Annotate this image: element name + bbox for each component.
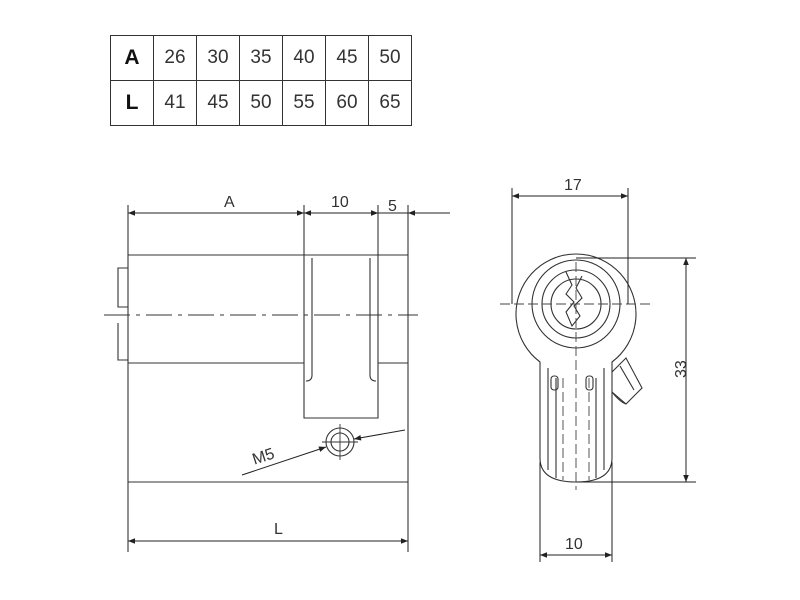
pin-hole <box>550 375 559 391</box>
row-header: A <box>110 35 154 81</box>
table-cell: 35 <box>239 35 283 81</box>
dim-5-label: 5 <box>388 198 397 215</box>
cam-slot-inner <box>305 258 377 382</box>
bottom-width-dimension <box>539 462 613 562</box>
dim-l-label: L <box>274 521 283 538</box>
dimension-table: A 26 30 35 40 45 50 L 41 45 50 55 60 65 <box>110 35 412 126</box>
table-row-l: L 41 45 50 55 60 65 <box>110 80 412 126</box>
table-cell: 41 <box>153 80 197 126</box>
dim-a-label: A <box>224 194 235 211</box>
length-dimension <box>127 482 409 552</box>
table-cell: 50 <box>368 35 412 81</box>
table-cell: 55 <box>282 80 326 126</box>
height-dimension <box>576 257 696 483</box>
top-dimensions <box>127 205 450 255</box>
width-dimension <box>511 188 629 304</box>
front-center-lines <box>500 262 650 490</box>
dim-10b-label: 10 <box>565 536 583 553</box>
table-row-a: A 26 30 35 40 45 50 <box>110 35 412 81</box>
cam-tab <box>611 357 643 405</box>
thread-label: M5 <box>250 446 276 469</box>
flange-outline <box>117 267 129 361</box>
pin-hole <box>585 375 594 391</box>
keyway <box>565 271 583 328</box>
row-header: L <box>110 80 154 126</box>
dim-17-label: 17 <box>564 177 582 194</box>
dim-10-label: 10 <box>331 194 349 211</box>
dim-33-label: 33 <box>673 360 690 378</box>
table-cell: 26 <box>153 35 197 81</box>
table-cell: 65 <box>368 80 412 126</box>
table-cell: 45 <box>196 80 240 126</box>
cam-slot <box>303 255 379 419</box>
front-view <box>515 253 643 483</box>
thread-leader <box>241 429 406 476</box>
